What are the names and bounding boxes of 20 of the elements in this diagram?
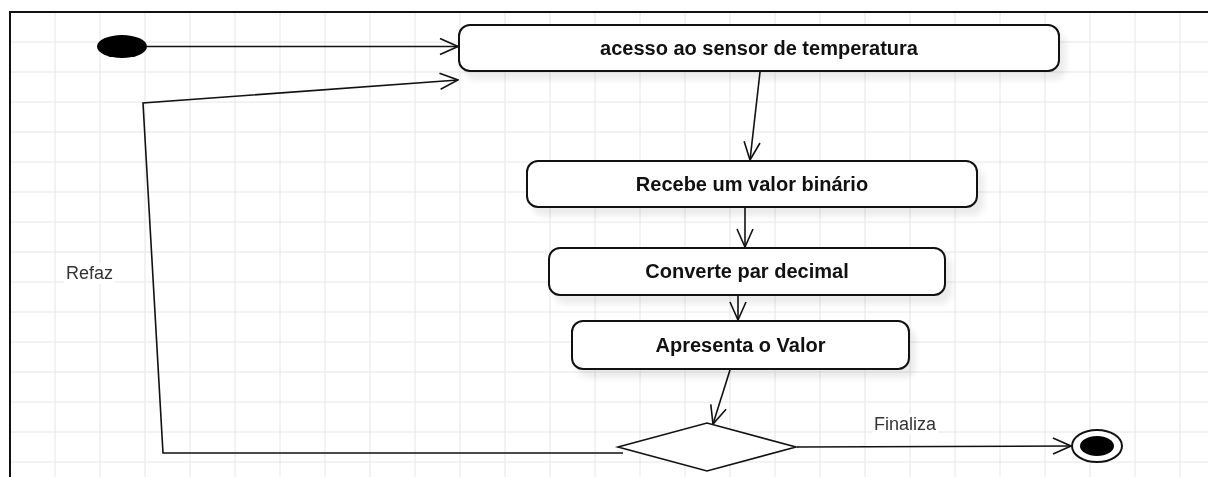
action-label: Apresenta o Valor: [655, 333, 826, 357]
action-box: [526, 160, 978, 208]
arrow: [146, 37, 459, 56]
action-label: Recebe um valor binário: [635, 172, 869, 196]
arrow: [736, 207, 754, 248]
arrow: [796, 437, 1072, 455]
arrow: [142, 72, 624, 454]
decision-diamond: [617, 422, 797, 472]
arrow: [743, 71, 761, 161]
edge-label: Finaliza: [872, 414, 939, 435]
arrow: [709, 369, 731, 425]
state-circle: [1071, 429, 1123, 463]
action-box: [458, 24, 1060, 72]
action-box: [548, 247, 946, 296]
edge-label: Refaz: [64, 263, 116, 284]
action-label: acesso ao sensor de temperatura: [600, 36, 918, 60]
state-circle: [97, 35, 147, 58]
arrow: [729, 295, 747, 321]
action-box: [571, 320, 910, 370]
action-label: Converte par decimal: [645, 260, 849, 283]
